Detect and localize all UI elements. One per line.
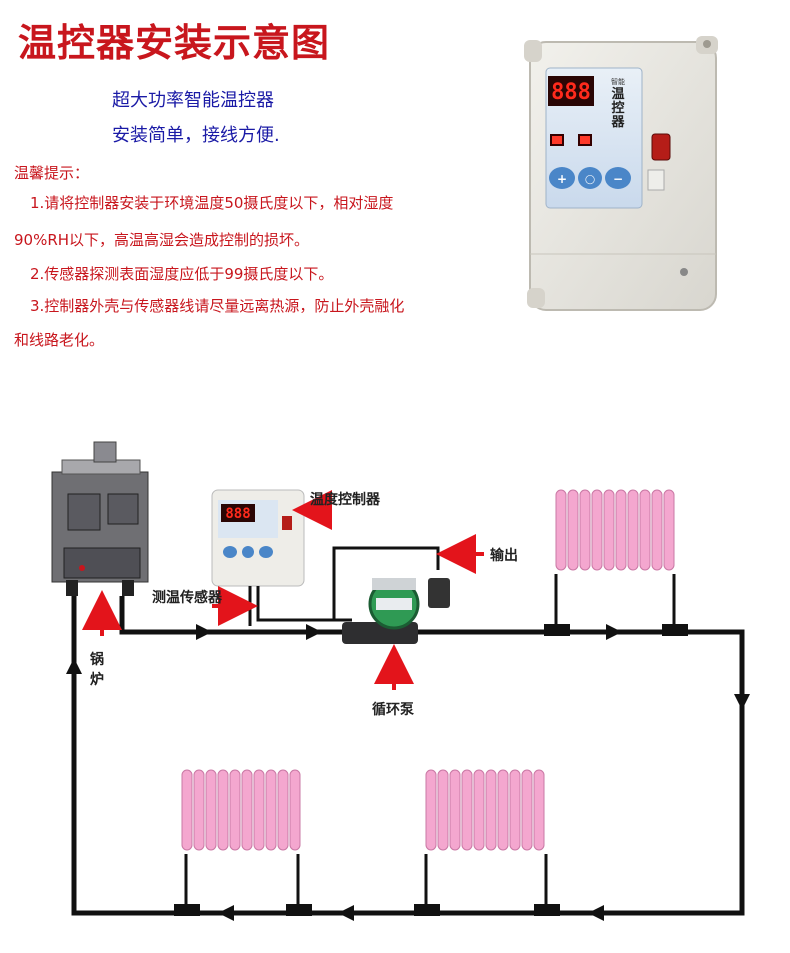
label-boiler-2: 炉: [90, 671, 104, 688]
circulation-pump: [342, 578, 450, 644]
subtitle-product: 超大功率智能温控器: [112, 90, 274, 111]
button-plus-label: +: [557, 172, 567, 186]
pipe-loop: [71, 592, 745, 916]
label-pump: 循环泵: [372, 701, 414, 718]
tip-1-line-2: 90%RH以下，高温高湿会造成控制的损坏。: [14, 231, 310, 249]
svg-text:888: 888: [225, 506, 250, 522]
radiator-bottom-left: [174, 769, 312, 916]
button-mid-label: ◯: [585, 175, 595, 185]
tip-2: 2.传感器探测表面湿度应低于99摄氏度以下。: [30, 265, 334, 283]
pipe-direction-arrows: [66, 624, 750, 921]
label-controller: 温度控制器: [310, 491, 381, 508]
display-main: 888: [551, 80, 591, 105]
label-sensor: 测温传感器: [152, 589, 223, 606]
brand-char-1: 温: [611, 87, 624, 102]
button-minus-label: −: [613, 172, 623, 186]
subtitle-install: 安装简单，接线方便.: [112, 125, 280, 146]
diagram-controller: 888: [211, 489, 305, 587]
brand-small: 智能: [611, 77, 625, 86]
tip-3-line-1: 3.控制器外壳与传感器线请尽量远离热源，防止外壳融化: [30, 297, 405, 315]
tip-3-line-2: 和线路老化。: [14, 331, 105, 349]
brand-char-3: 器: [610, 115, 625, 130]
brand-char-2: 控: [611, 100, 624, 116]
page-title: 温控器安装示意图: [18, 21, 331, 65]
tips-heading: 温馨提示：: [14, 164, 90, 182]
radiator-bottom-right: [414, 769, 560, 916]
callout-arrows: [82, 490, 484, 690]
boiler: [51, 441, 149, 596]
label-boiler-1: 锅: [90, 652, 104, 668]
installation-diagram: 888: [51, 441, 750, 921]
controller-photo: 888 智能 温 控 器 + ◯ −: [524, 36, 718, 311]
radiator-top-right: [544, 489, 688, 636]
tip-1-line-1: 1.请将控制器安装于环境温度50摄氏度以下，相对湿度: [30, 194, 394, 212]
label-output: 输出: [490, 547, 518, 564]
